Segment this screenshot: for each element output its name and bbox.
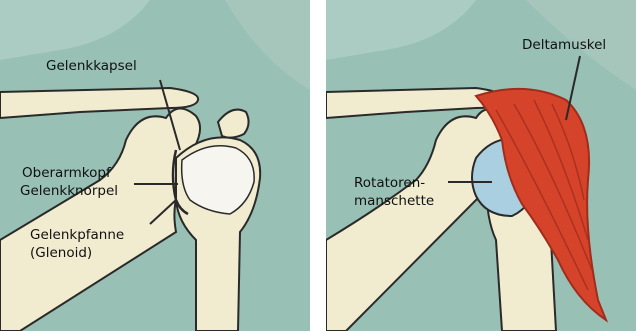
label-capsule: Gelenkkapsel [46, 57, 137, 75]
label-head: Oberarmkopf [22, 164, 111, 182]
panel-muscle-anatomy: Deltamuskel Rotatoren- manschette [326, 0, 636, 331]
label-rotator-line2: manschette [354, 192, 434, 210]
panel-joint-anatomy: Gelenkkapsel Oberarmkopf Gelenkknorpel G… [0, 0, 310, 331]
label-rotator-line1: Rotatoren- [354, 174, 425, 192]
label-deltoid: Deltamuskel [522, 36, 606, 54]
label-glenoid-line2: (Glenoid) [30, 244, 92, 262]
label-glenoid-line1: Gelenkpfanne [30, 226, 124, 244]
label-cartilage: Gelenkknorpel [20, 182, 118, 200]
